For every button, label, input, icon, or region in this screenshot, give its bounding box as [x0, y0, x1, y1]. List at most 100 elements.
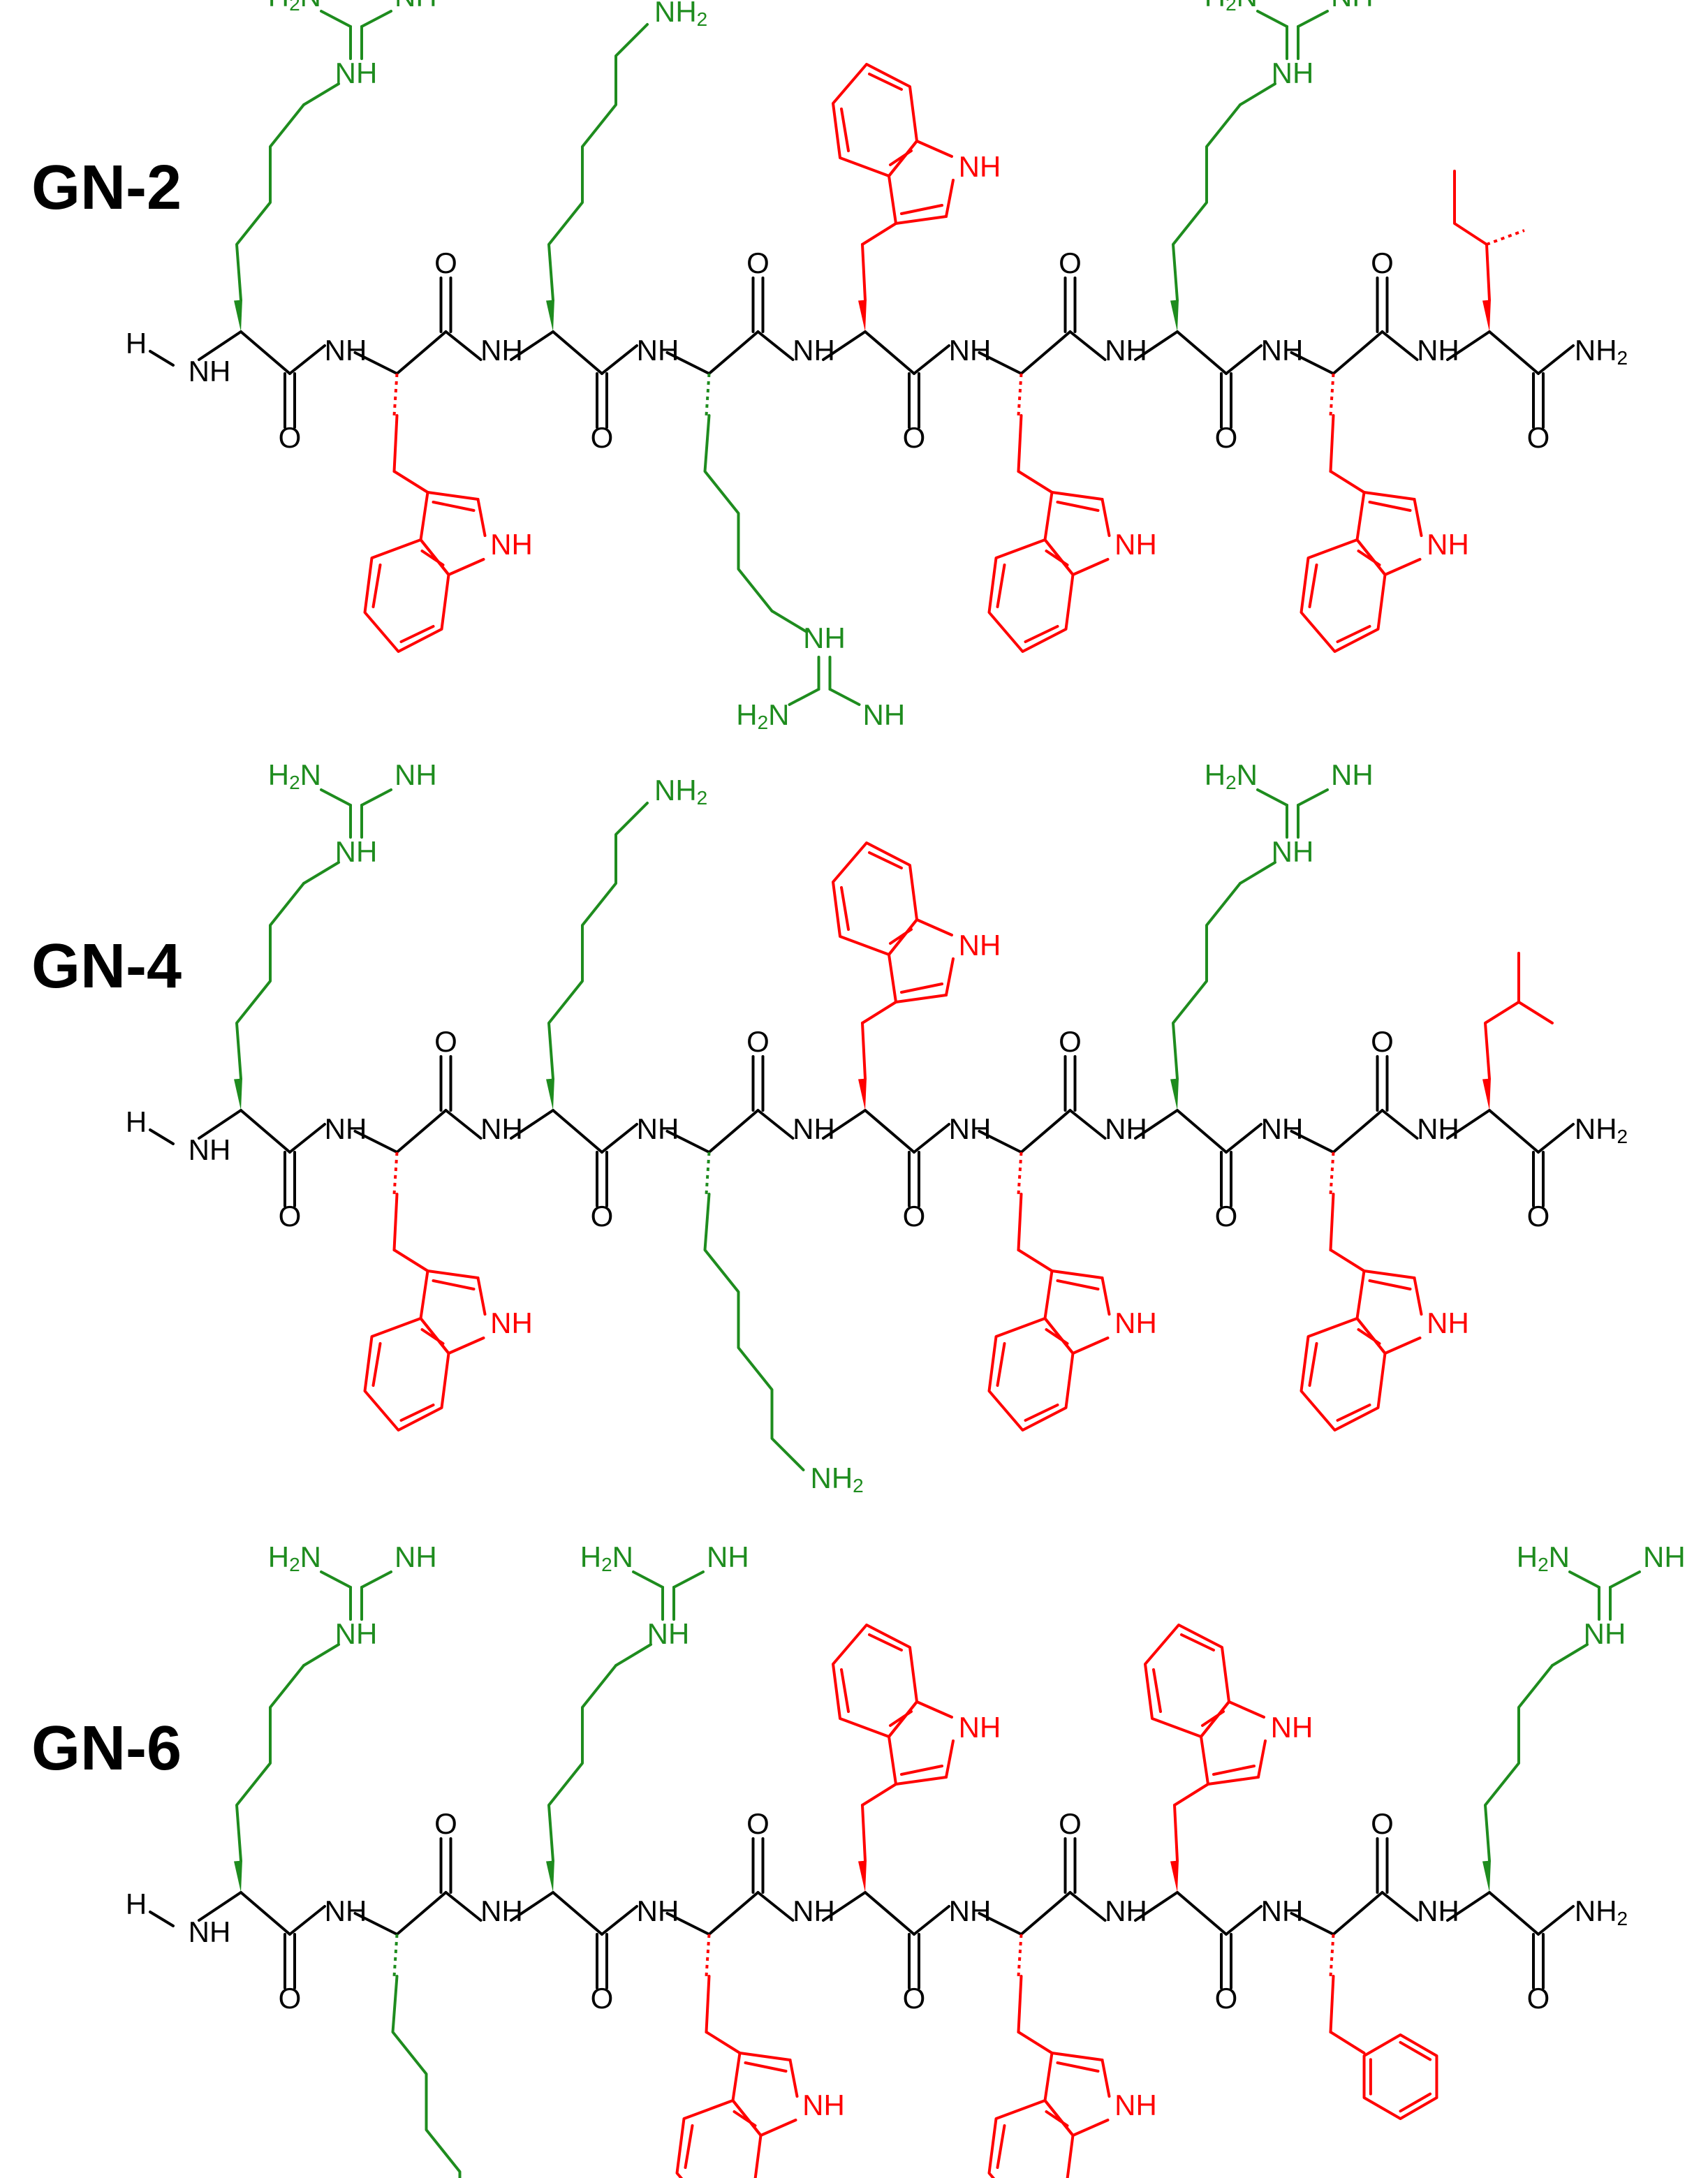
bond	[1290, 1912, 1335, 1936]
bond	[1225, 344, 1262, 375]
bond	[552, 1891, 603, 1936]
double-bond	[868, 1633, 903, 1651]
bond	[1381, 1109, 1419, 1140]
tryptophan-side-chain	[1017, 1193, 1023, 1251]
amide-nh-label: NH	[1105, 1894, 1147, 1927]
stereo-hash-bond	[705, 1934, 711, 1977]
phenylalanine-side-chain	[1329, 1975, 1335, 2033]
amine-h2n-label: H2N	[268, 1540, 321, 1575]
stereo-hash-bond	[392, 1934, 399, 1977]
peptide-name: GN-6	[31, 1714, 182, 1783]
tryptophan-side-chain	[1017, 414, 1023, 473]
c-terminus-nh2-label: NH2	[1575, 1112, 1628, 1147]
bond	[864, 1891, 915, 1936]
stereo-wedge-bond	[234, 300, 242, 332]
bond	[756, 1109, 795, 1140]
bond	[707, 1891, 760, 1936]
carbonyl-o-label: O	[1527, 421, 1550, 454]
double-bond	[889, 928, 913, 945]
indole-bond	[1413, 498, 1423, 537]
carbonyl-o-label: O	[1059, 1025, 1082, 1058]
bond	[1381, 330, 1419, 361]
bond	[614, 1643, 652, 1667]
carbonyl-o-label: O	[591, 1200, 614, 1233]
c-terminus-nh2-label: NH2	[1575, 1894, 1628, 1929]
tryptophan-side-chain	[861, 1804, 867, 1862]
stereo-hash-bond	[1329, 1934, 1335, 1977]
double-bond	[996, 2124, 1006, 2169]
imine-nh-label: NH	[395, 0, 437, 13]
bond	[1609, 1570, 1641, 1589]
amide-nh-label: NH	[1417, 334, 1459, 367]
bond	[510, 1891, 554, 1922]
bond	[320, 10, 352, 28]
double-bond	[1212, 1765, 1256, 1776]
bond	[861, 1001, 897, 1024]
bond	[240, 1891, 291, 1936]
bond	[1329, 1249, 1366, 1272]
bond	[288, 1905, 326, 1936]
double-bond	[432, 1279, 476, 1290]
double-bond	[996, 1342, 1006, 1387]
arginine-side-chain	[235, 103, 305, 302]
bond	[1017, 470, 1054, 494]
bond	[1381, 1891, 1419, 1922]
tryptophan-side-chain	[705, 1975, 711, 2033]
bond	[360, 10, 392, 28]
stereo-wedge-bond	[1482, 1860, 1491, 1892]
double-bond	[1201, 1710, 1225, 1727]
bond	[1256, 788, 1288, 807]
bond	[1173, 1783, 1209, 1807]
bond	[756, 330, 795, 361]
carbonyl-o-label: O	[903, 421, 926, 454]
tryptophan-side-chain	[392, 1193, 399, 1251]
indole-bond	[1100, 498, 1111, 537]
double-bond	[432, 501, 476, 512]
bond	[632, 1570, 664, 1589]
stereo-hash-bond	[705, 1151, 711, 1195]
carbonyl-o-label: O	[1527, 1982, 1550, 2015]
carbonyl-o-label: O	[591, 1982, 614, 2015]
amide-nh-label: NH	[1261, 1894, 1304, 1927]
double-bond	[371, 564, 382, 608]
amide-nh-label: NH	[793, 1894, 835, 1927]
indole-bond	[945, 957, 955, 996]
carbonyl-o-label: O	[591, 421, 614, 454]
double-bond	[1045, 550, 1069, 566]
tryptophan-side-chain	[1329, 1193, 1335, 1251]
carbonyl-o-label: O	[1371, 247, 1394, 279]
double-bond	[840, 1668, 850, 1713]
stereo-hash-bond	[1329, 1151, 1335, 1195]
double-bond	[889, 149, 913, 166]
bond	[665, 1130, 711, 1154]
amide-nh-label: NH	[189, 1915, 231, 1948]
benzene-ring	[363, 1317, 450, 1432]
amide-nh-label: NH	[637, 1894, 679, 1927]
double-bond	[420, 550, 445, 566]
bond	[1329, 470, 1366, 494]
peptide-name: GN-2	[31, 153, 182, 223]
indole-nh-label: NH	[1427, 1307, 1469, 1339]
double-bond	[399, 625, 435, 643]
amine-h2n-label: H2N	[1517, 1540, 1570, 1575]
benzene-ring	[832, 841, 918, 956]
amide-nh-label: NH	[189, 355, 231, 388]
bond	[1488, 330, 1540, 375]
indole-nh-label: NH	[959, 150, 1001, 183]
lysine-side-chain	[547, 802, 649, 1080]
c-terminus-nh2-label: NH2	[1575, 334, 1628, 369]
peptide-gn-2: GN-2HNHONHNHH2NNHONHNHONHNH2ONHNHH2NNHON…	[31, 0, 1628, 733]
bond	[353, 351, 399, 375]
double-bond	[840, 108, 850, 152]
double-bond	[684, 2124, 694, 2169]
bond	[353, 1130, 399, 1154]
bond	[665, 351, 711, 375]
bond	[822, 1109, 867, 1140]
carbonyl-o-label: O	[434, 1807, 457, 1840]
bond	[149, 1128, 175, 1145]
benzene-ring	[1300, 538, 1387, 653]
